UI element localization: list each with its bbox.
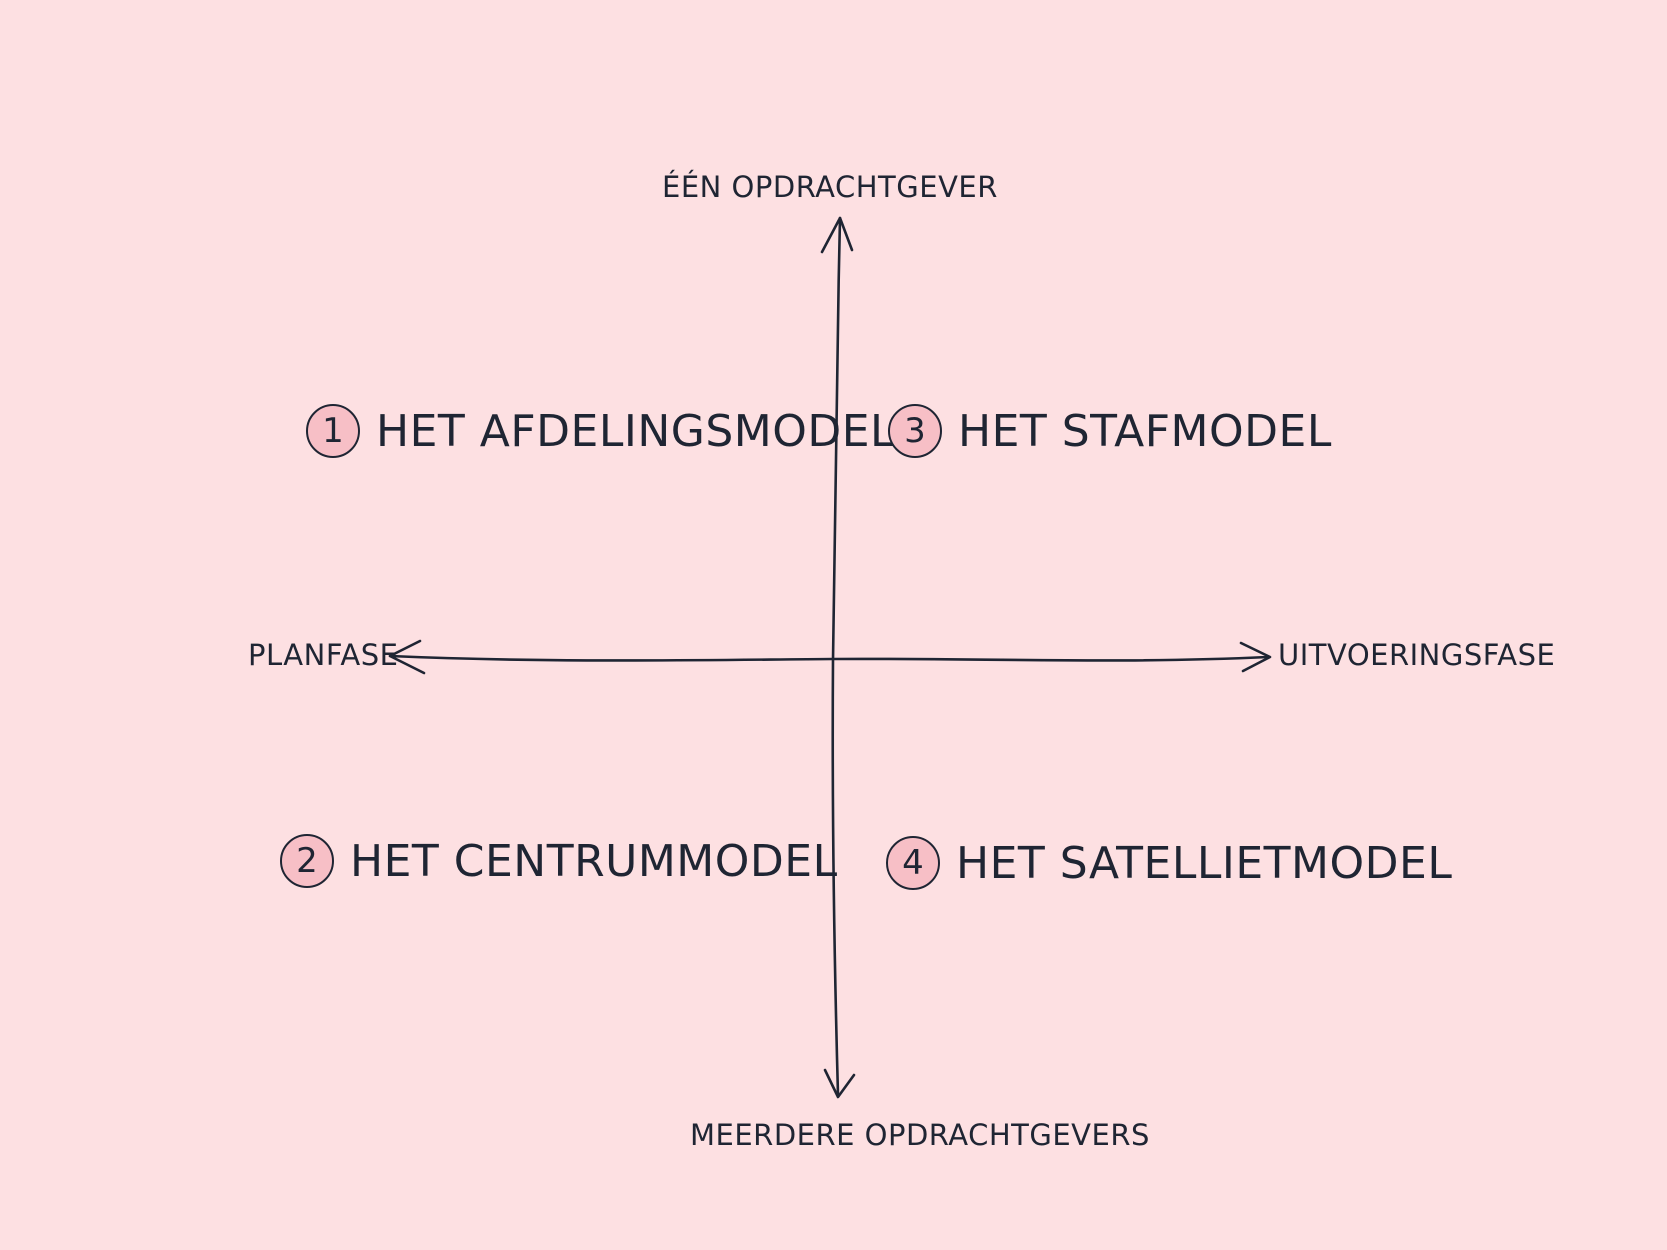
quadrant-number-badge: 3 bbox=[888, 404, 942, 458]
axis-label-top: ÉÉN OPDRACHTGEVER bbox=[662, 170, 998, 204]
quadrant-afdelingsmodel: 1 HET AFDELINGSMODEL bbox=[306, 404, 895, 458]
quadrant-label: HET SATELLIETMODEL bbox=[956, 837, 1453, 889]
quadrant-label: HET CENTRUMMODEL bbox=[350, 835, 838, 887]
axis-label-bottom: MEERDERE OPDRACHTGEVERS bbox=[690, 1118, 1150, 1152]
quadrant-satellietmodel: 4 HET SATELLIETMODEL bbox=[886, 836, 1452, 890]
horizontal-axis-line bbox=[388, 654, 1270, 662]
quadrant-number-badge: 1 bbox=[306, 404, 360, 458]
quadrant-centrummodel: 2 HET CENTRUMMODEL bbox=[280, 834, 838, 888]
quadrant-label: HET STAFMODEL bbox=[958, 405, 1332, 457]
axis-label-right: UITVOERINGSFASE bbox=[1278, 638, 1556, 672]
horizontal-axis-right-arrowhead bbox=[1239, 641, 1272, 673]
quadrant-number-badge: 2 bbox=[280, 834, 334, 888]
quadrant-label: HET AFDELINGSMODEL bbox=[376, 405, 896, 457]
vertical-axis-bottom-arrowhead bbox=[823, 1068, 856, 1099]
vertical-axis-top-arrowhead bbox=[820, 216, 854, 254]
horizontal-axis-left-arrowhead bbox=[388, 639, 426, 675]
vertical-axis-line bbox=[831, 216, 842, 1097]
quadrant-stafmodel: 3 HET STAFMODEL bbox=[888, 404, 1332, 458]
axis-label-left: PLANFASE bbox=[248, 638, 399, 672]
quadrant-number-badge: 4 bbox=[886, 836, 940, 890]
